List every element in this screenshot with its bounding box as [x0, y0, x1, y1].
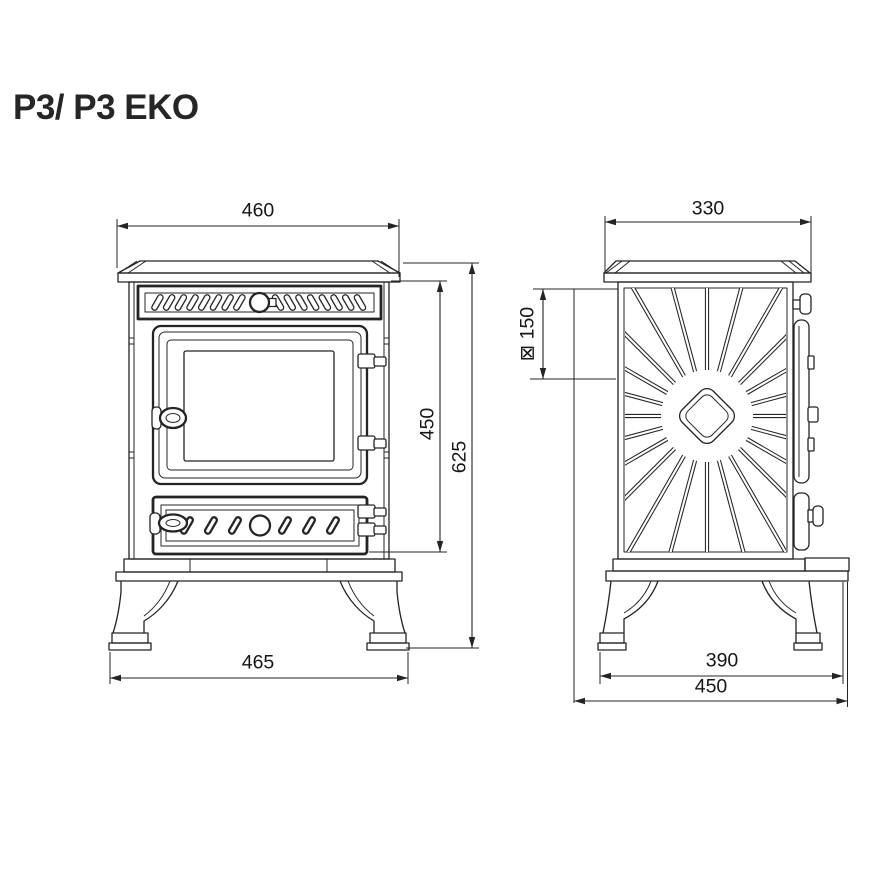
front-view: [109, 261, 409, 650]
front-ash-door: [150, 497, 386, 554]
sunburst-ray: [719, 175, 772, 372]
side-base: [598, 558, 849, 650]
front-door-handle: [152, 407, 186, 429]
dim-label-front-top-width: 460: [241, 199, 275, 222]
sunburst-ray: [730, 456, 832, 633]
front-top-plate: [118, 261, 400, 282]
dim-label-side-total-depth: 450: [694, 675, 728, 698]
sunburst-ray: [642, 460, 695, 657]
side-ash-knob: [808, 506, 823, 526]
side-right-leg: [762, 581, 822, 650]
grille-slots-left: [151, 294, 246, 311]
sunburst-ray: [730, 200, 832, 377]
dim-label-side-leg-depth: 390: [705, 649, 739, 672]
dim-label-front-total-height: 625: [448, 440, 471, 474]
side-top-plate: [604, 261, 811, 282]
front-right-leg: [340, 581, 409, 650]
side-air-knob: [793, 294, 811, 314]
sunburst-ray: [642, 175, 695, 372]
sunburst-ray: [466, 351, 663, 404]
sunburst-ray: [530, 239, 674, 383]
sunburst-rays: [457, 166, 870, 666]
dimension-465: [110, 652, 408, 684]
dim-label-side-top-depth: 330: [691, 197, 725, 220]
sunburst-ray: [582, 200, 684, 377]
grille-slots-right: [271, 294, 366, 311]
dimension-625: [403, 263, 479, 648]
dimension-450-front: [369, 281, 447, 552]
sunburst-ray: [740, 449, 870, 593]
front-air-grille: [138, 286, 381, 319]
front-base: [109, 559, 409, 650]
dim-label-front-base-width: 465: [241, 651, 275, 674]
sunburst-ray: [751, 351, 870, 404]
ash-door-hinges: [358, 505, 386, 536]
side-view: [457, 166, 870, 703]
dim-label-side-flue-outlet: ⊠ 150: [516, 306, 539, 362]
front-door-hinges: [358, 354, 386, 450]
front-glass: [184, 351, 334, 461]
sunburst-ray: [491, 439, 668, 541]
sunburst-ray: [530, 449, 674, 593]
side-left-leg: [598, 581, 658, 650]
sunburst-diamond: [676, 385, 738, 447]
sunburst-ray: [740, 239, 870, 383]
sunburst-ray: [751, 428, 870, 481]
sunburst-ray: [582, 456, 684, 633]
dimension-330: [605, 216, 811, 277]
side-door-edge: [793, 294, 823, 550]
dimension-390: [600, 582, 843, 684]
dimension-460: [117, 219, 399, 277]
dimension-450-side: [574, 582, 848, 707]
page-title: P3/ P3 EKO: [13, 88, 199, 127]
sunburst-ray: [466, 428, 663, 481]
dim-label-front-body-height: 450: [416, 407, 439, 441]
rear-flue-box: [530, 289, 618, 703]
ash-slots: [180, 516, 340, 536]
ash-door-handle: [150, 513, 187, 534]
air-damper-knob: [250, 293, 276, 312]
front-fire-door: [152, 326, 386, 484]
sunburst-ray: [747, 291, 870, 393]
front-left-leg: [109, 581, 178, 650]
sunburst-ray: [719, 460, 772, 657]
sunburst-ray: [491, 291, 668, 393]
sunburst-ray: [747, 439, 870, 541]
